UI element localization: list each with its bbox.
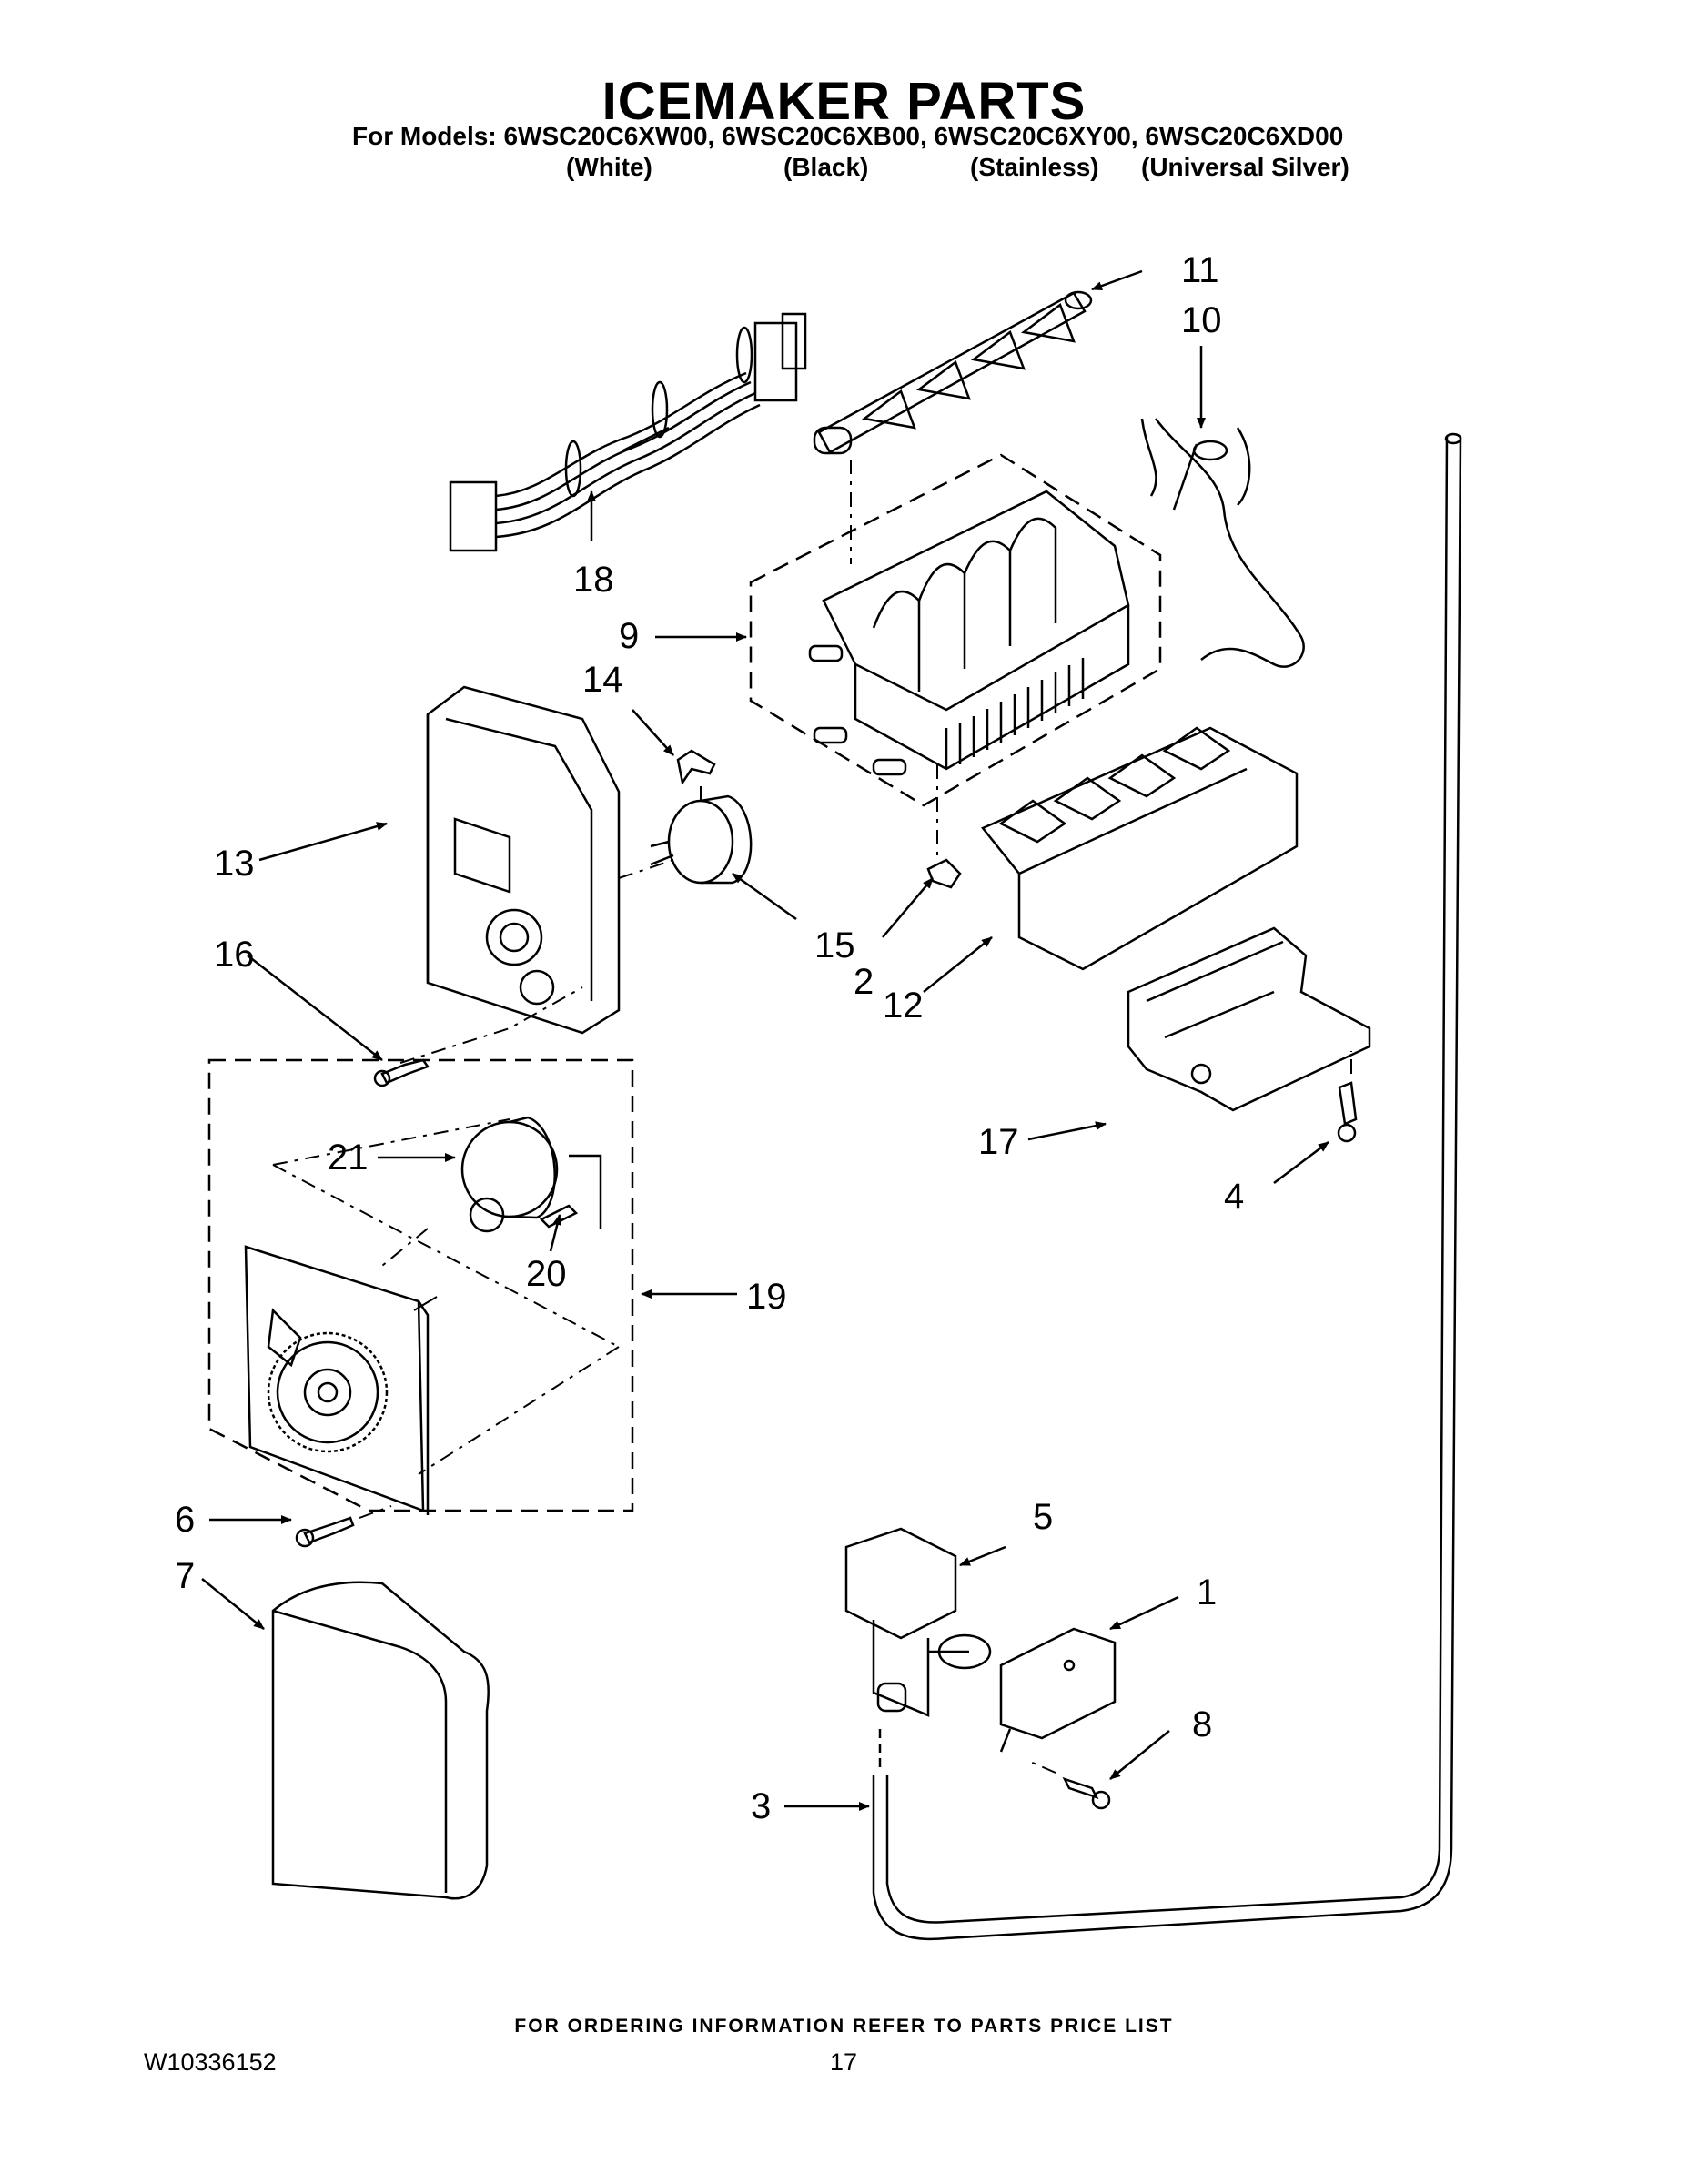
thermostat-part-10 [1140, 418, 1305, 668]
callout-8: 8 [1192, 1704, 1212, 1744]
variant-black: (Black) [783, 153, 869, 181]
callout-17: 17 [978, 1122, 1019, 1162]
callout-9: 9 [619, 616, 639, 656]
page-number: 17 [830, 2048, 858, 2076]
callout-6: 6 [175, 1500, 195, 1540]
screw-part-4 [1337, 1081, 1358, 1143]
variant-universal-silver: (Universal Silver) [1141, 153, 1349, 181]
clip-part-14 [676, 749, 716, 786]
ice-ejector-part-11 [813, 290, 1093, 455]
models-line: For Models: 6WSC20C6XW00, 6WSC20C6XB00, … [352, 122, 1344, 150]
callout-arrows [201, 269, 1329, 1811]
callout-2: 2 [854, 962, 874, 1002]
ice-mold-part-9 [749, 453, 1162, 807]
callout-13: 13 [214, 844, 255, 884]
motor-part-15 [650, 794, 753, 885]
callout-10: 10 [1181, 300, 1222, 340]
wire-harness-part-18 [449, 312, 807, 552]
variant-white: (White) [566, 153, 652, 181]
callout-21: 21 [328, 1138, 369, 1178]
callout-labels: 11 10 18 9 14 13 16 15 2 12 17 4 21 20 1… [175, 250, 1244, 1826]
bracket-part-1 [999, 1627, 1117, 1753]
callout-11: 11 [1181, 250, 1219, 290]
callout-5: 5 [1033, 1497, 1053, 1537]
callout-15: 15 [814, 925, 855, 966]
callout-1: 1 [1197, 1572, 1217, 1613]
callout-18: 18 [573, 560, 614, 600]
control-module-part-19 [207, 1058, 634, 1515]
water-valve-part-5 [844, 1527, 992, 1717]
callout-3: 3 [751, 1786, 771, 1826]
assembly-guide-lines [272, 460, 1352, 1774]
callout-14: 14 [582, 660, 623, 700]
screw-part-16 [373, 1058, 430, 1087]
motor-part-21 [460, 1116, 602, 1233]
callout-4: 4 [1224, 1177, 1244, 1217]
shut-off-arm-part-12 [981, 726, 1299, 971]
document-number: W10336152 [144, 2048, 277, 2076]
callout-20: 20 [526, 1254, 567, 1294]
callout-16: 16 [214, 935, 255, 975]
callout-19: 19 [746, 1277, 787, 1317]
screw-part-20 [539, 1204, 579, 1228]
screw-part-8 [1062, 1776, 1111, 1810]
control-module-housing-part-13 [426, 685, 621, 1035]
clip-part-2 [926, 858, 962, 889]
cover-part-7 [271, 1581, 490, 1900]
page-title: ICEMAKER PARTS [601, 72, 1087, 131]
bracket-part-17 [1127, 926, 1371, 1112]
callout-12: 12 [883, 986, 924, 1026]
ordering-note: FOR ORDERING INFORMATION REFER TO PARTS … [514, 2016, 1174, 2037]
callout-7: 7 [175, 1556, 195, 1596]
fill-tube-part-3 [872, 432, 1462, 1941]
variant-stainless: (Stainless) [970, 153, 1099, 181]
screw-part-6 [295, 1516, 355, 1548]
